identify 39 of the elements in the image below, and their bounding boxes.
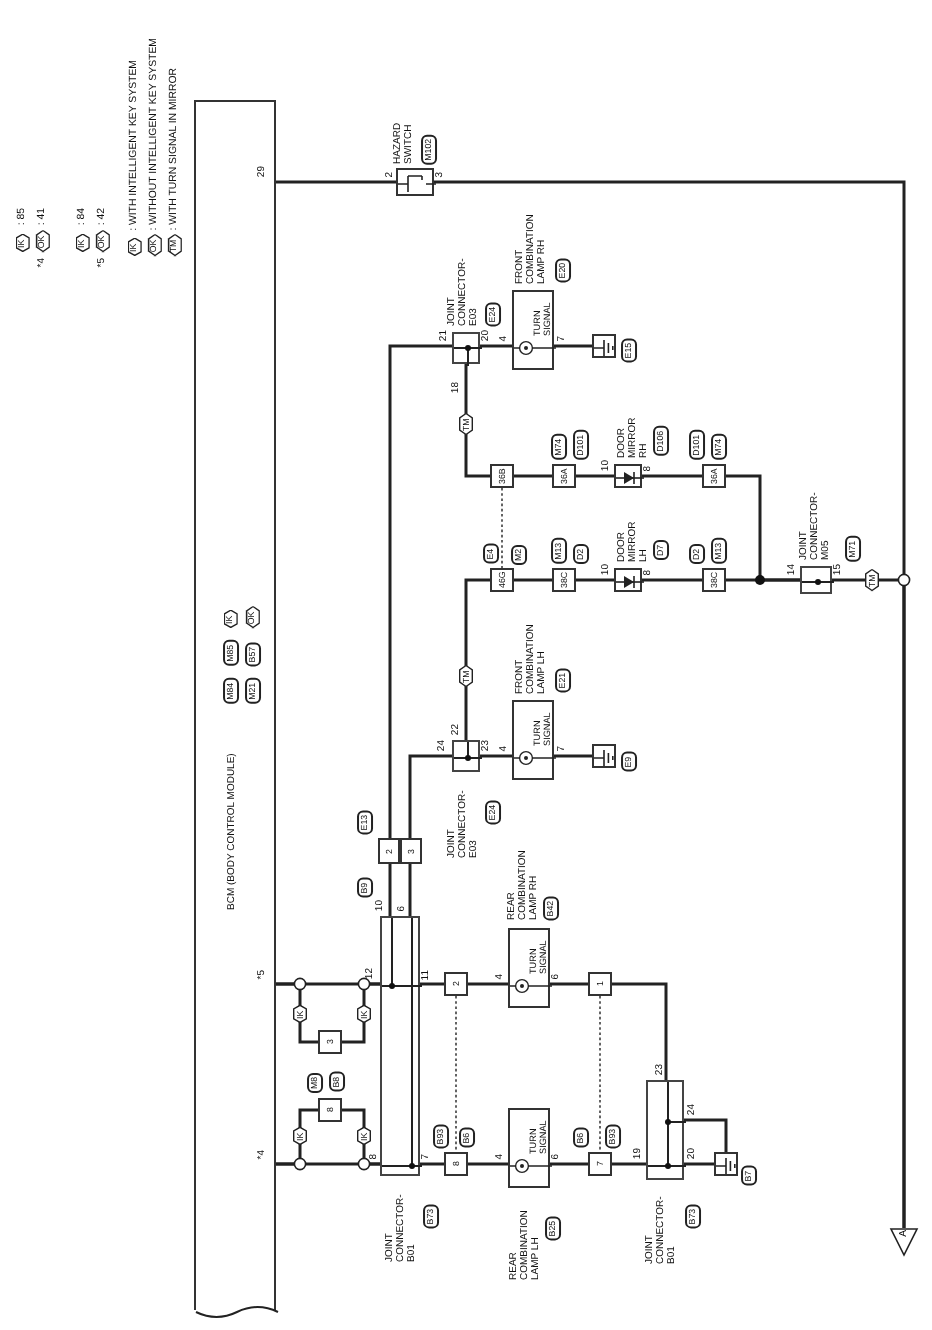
wire xyxy=(576,578,614,582)
wire xyxy=(612,982,668,1080)
wire xyxy=(684,1162,714,1166)
wire xyxy=(554,754,592,758)
wire xyxy=(276,982,318,1044)
wire xyxy=(832,578,906,1228)
wire xyxy=(642,578,702,582)
wire xyxy=(612,1162,646,1166)
wire xyxy=(468,982,508,986)
dotted-line xyxy=(455,995,457,1153)
ground-symbol xyxy=(714,1152,738,1176)
wire xyxy=(576,474,614,478)
wire xyxy=(642,474,702,478)
wire xyxy=(342,982,380,1044)
wire xyxy=(408,864,412,916)
wire xyxy=(514,474,552,478)
wire xyxy=(388,864,392,916)
wire xyxy=(408,754,452,838)
ground-symbol xyxy=(592,334,616,358)
wire xyxy=(684,1118,728,1152)
wire xyxy=(554,344,592,348)
wire xyxy=(480,344,512,348)
wire xyxy=(464,364,490,478)
dotted-line xyxy=(501,487,503,569)
wire xyxy=(464,578,490,740)
wire xyxy=(514,578,552,582)
wire xyxy=(276,1108,318,1166)
wire xyxy=(388,344,452,838)
wire xyxy=(420,1162,444,1166)
wire xyxy=(420,982,444,986)
wire xyxy=(468,1162,508,1166)
wire xyxy=(550,982,588,986)
wire xyxy=(480,754,512,758)
dotted-line xyxy=(599,995,601,1153)
ground-symbol xyxy=(592,744,616,768)
wire xyxy=(276,180,396,184)
wire xyxy=(550,1162,588,1166)
wire xyxy=(342,1108,380,1166)
wire xyxy=(726,578,800,582)
